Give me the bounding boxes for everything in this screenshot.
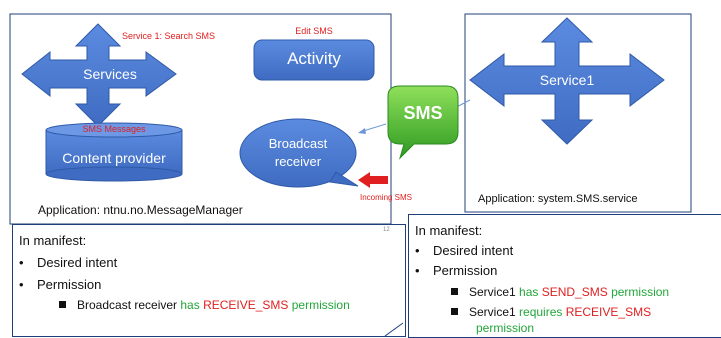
service1-shape xyxy=(469,17,665,145)
services-annotation: Service 1: Search SMS xyxy=(122,31,216,41)
sub2-verb: requires xyxy=(515,305,566,319)
sub1-verb: has xyxy=(515,285,542,299)
note-left-sub-bullet: Broadcast receiver has RECEIVE_SMS permi… xyxy=(59,298,350,312)
note-left-bullet-1: •Desired intent xyxy=(19,255,118,270)
note-right-title: In manifest: xyxy=(415,223,483,238)
note-right-bullet-2: •Permission xyxy=(415,263,498,278)
note-right-bullet-1: •Desired intent xyxy=(415,243,514,258)
note-left-bullet-1-text: Desired intent xyxy=(37,255,118,270)
sms-icon-label: SMS xyxy=(403,103,443,123)
sub-subject: Broadcast receiver xyxy=(77,298,178,312)
sub-permission: RECEIVE_SMS xyxy=(203,298,289,312)
sub1-permission: SEND_SMS xyxy=(541,285,608,299)
manifest-note-right: In manifest: •Desired intent •Permission… xyxy=(408,214,721,338)
sub-verb: has xyxy=(177,298,204,312)
incoming-sms-label: Incoming SMS xyxy=(360,193,413,202)
app2-label: Application: system.SMS.service xyxy=(478,193,638,205)
sub1-subject: Service1 xyxy=(469,285,516,299)
sub-suffix: permission xyxy=(288,298,350,312)
sub2-subject: Service1 xyxy=(469,305,516,319)
sub2-suffix: permission xyxy=(476,321,535,335)
content-provider-shape xyxy=(45,122,183,182)
note-right-sub-bullet-2: Service1 requires RECEIVE_SMS xyxy=(451,305,651,319)
page-number: 12 xyxy=(383,227,390,233)
note-left-title: In manifest: xyxy=(19,233,87,248)
content-provider-label: Content provider xyxy=(62,150,166,166)
broadcast-receiver-line1: Broadcast xyxy=(268,136,328,151)
activity-label: Activity xyxy=(287,49,341,68)
incoming-arrow-icon xyxy=(358,172,388,188)
note-left-bullet-2: •Permission xyxy=(19,277,102,292)
app2-frame xyxy=(464,13,692,213)
content-provider-annotation: SMS Messages xyxy=(82,124,146,134)
note-right-sub-bullet-1: Service1 has SEND_SMS permission xyxy=(451,285,669,299)
manifest-note-left: 12 In manifest: •Desired intent •Permiss… xyxy=(12,224,406,337)
sub2-permission: RECEIVE_SMS xyxy=(565,305,652,319)
note-right-bullet-1-text: Desired intent xyxy=(433,243,514,258)
note-left-bullet-2-text: Permission xyxy=(37,277,102,292)
activity-shape xyxy=(253,39,375,81)
broadcast-receiver-line2: receiver xyxy=(274,154,322,169)
activity-annotation: Edit SMS xyxy=(295,26,333,36)
services-label: Services xyxy=(83,66,137,82)
service1-label: Service1 xyxy=(539,72,595,88)
sms-chat-bubble-icon xyxy=(387,85,459,160)
page-curl-icon xyxy=(384,322,404,336)
arrowhead-icon xyxy=(358,128,366,134)
sub1-suffix: permission xyxy=(607,285,670,299)
note-right-bullet-2-text: Permission xyxy=(433,263,498,278)
broadcast-receiver-label: Broadcast receiver xyxy=(240,135,356,171)
app1-label: Application: ntnu.no.MessageManager xyxy=(38,203,243,217)
broadcast-receiver-shape xyxy=(239,118,359,188)
